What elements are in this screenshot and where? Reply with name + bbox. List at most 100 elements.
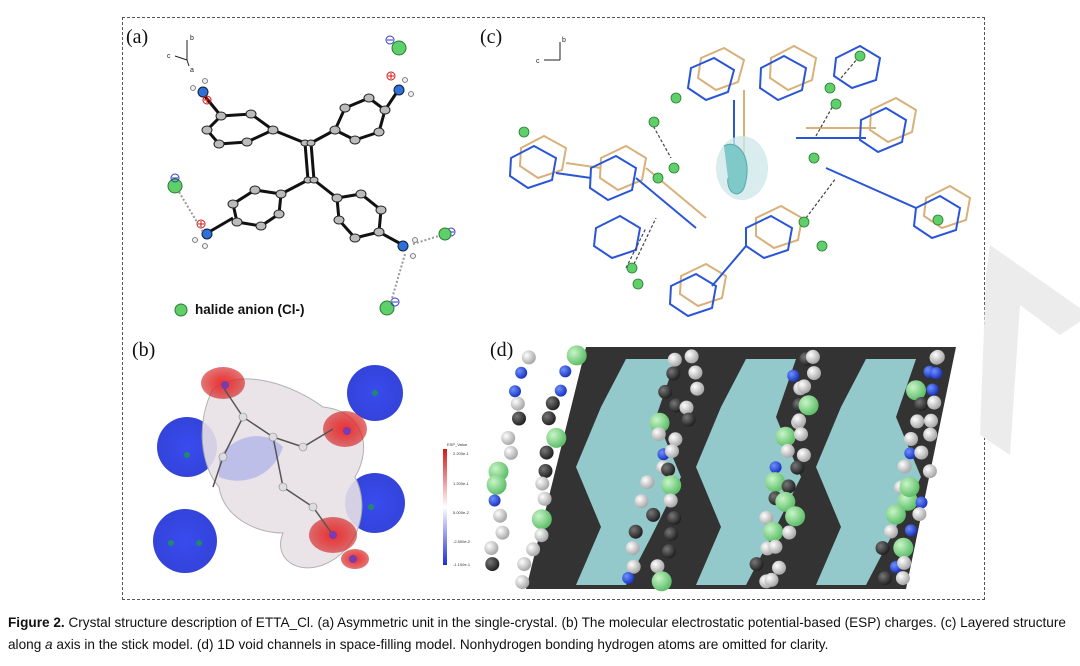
space-filling-atom bbox=[684, 349, 699, 364]
space-filling-atom bbox=[559, 365, 572, 378]
legend-chloride-icon bbox=[174, 303, 188, 317]
void-channel-c bbox=[716, 136, 768, 200]
colorbar-tick-0: 2.200e-1 bbox=[453, 451, 469, 456]
space-filling-atom bbox=[787, 369, 800, 382]
space-filling-atom bbox=[775, 426, 796, 447]
space-filling-atom bbox=[904, 524, 917, 537]
space-filling-atom bbox=[650, 559, 665, 574]
space-filling-atom bbox=[512, 411, 526, 426]
esp-atoms bbox=[218, 412, 318, 512]
space-filling-atom bbox=[515, 575, 530, 590]
caption-text: Crystal structure description of ETTA_Cl… bbox=[8, 615, 1066, 652]
space-filling-atom bbox=[510, 396, 525, 411]
space-filling-atom bbox=[545, 396, 560, 411]
space-filling-atom bbox=[651, 571, 672, 592]
hydrogen-atoms bbox=[190, 77, 418, 259]
space-filling-atom bbox=[554, 384, 567, 397]
esp-nitrogens bbox=[221, 381, 357, 563]
space-filling-atom bbox=[537, 491, 552, 506]
space-filling-atom bbox=[769, 461, 782, 474]
space-filling-atom bbox=[488, 494, 501, 507]
space-filling-atom bbox=[509, 385, 521, 398]
space-filling-atom bbox=[895, 571, 910, 586]
space-filling-atom bbox=[679, 400, 694, 415]
space-filling-atom bbox=[625, 541, 640, 556]
panel-d-space-filling bbox=[484, 345, 956, 592]
space-filling-atom bbox=[521, 350, 536, 365]
space-filling-atom bbox=[526, 542, 541, 557]
space-filling-atom bbox=[663, 493, 678, 508]
carbon-atoms bbox=[201, 93, 391, 243]
space-filling-atom bbox=[485, 557, 500, 572]
space-filling-atom bbox=[875, 541, 890, 556]
space-filling-atom bbox=[626, 559, 641, 574]
space-filling-atom bbox=[904, 447, 917, 460]
space-filling-atom bbox=[651, 427, 666, 442]
atom-columns bbox=[484, 345, 945, 592]
space-filling-atom bbox=[667, 511, 682, 525]
space-filling-atom bbox=[531, 509, 552, 530]
space-filling-atom bbox=[667, 352, 682, 367]
axis-triad-a bbox=[174, 40, 190, 67]
panel-b-esp-surface bbox=[153, 365, 447, 573]
axis-b-label: b bbox=[190, 35, 194, 42]
space-filling-atom bbox=[923, 427, 938, 442]
space-filling-atom bbox=[658, 384, 673, 399]
space-filling-atom bbox=[515, 366, 528, 379]
nitrogen-atoms bbox=[197, 84, 409, 252]
colorbar-tick-4: -1.100e-1 bbox=[453, 562, 471, 567]
panel-b: (b) bbox=[123, 337, 473, 599]
stick-layer-blue bbox=[508, 44, 962, 318]
esp-colorbar bbox=[443, 449, 447, 565]
space-filling-atom bbox=[904, 432, 918, 446]
space-filling-atom bbox=[646, 507, 661, 522]
space-filling-atom bbox=[539, 445, 554, 460]
space-filling-atom bbox=[897, 555, 912, 570]
space-filling-atom bbox=[914, 397, 929, 411]
caption-text-2: axis in the stick model. (d) 1D void cha… bbox=[52, 637, 829, 652]
space-filling-atom bbox=[666, 366, 681, 381]
panel-b-label: (b) bbox=[132, 339, 156, 361]
panel-a-label: (a) bbox=[126, 26, 149, 48]
space-filling-atom bbox=[906, 380, 926, 401]
space-filling-atom bbox=[884, 524, 898, 539]
space-filling-atom bbox=[780, 443, 795, 458]
space-filling-atom bbox=[775, 491, 796, 512]
space-filling-atom bbox=[927, 395, 942, 410]
axis-c-c-label: c bbox=[536, 58, 540, 65]
space-filling-atom bbox=[501, 431, 516, 445]
space-filling-atom bbox=[910, 414, 925, 429]
colorbar-tick-1: 1.200e-1 bbox=[453, 481, 469, 486]
space-filling-atom bbox=[926, 383, 939, 396]
space-filling-atom bbox=[493, 508, 508, 523]
space-filling-atom bbox=[486, 474, 507, 495]
space-filling-atom bbox=[688, 365, 703, 380]
space-filling-atom bbox=[634, 494, 649, 509]
axis-triad-c bbox=[544, 42, 561, 61]
space-filling-atom bbox=[640, 475, 655, 490]
space-filling-atom bbox=[661, 462, 676, 477]
colorbar-title: ESP_Value bbox=[447, 442, 468, 447]
space-filling-atom bbox=[749, 557, 764, 572]
figure-frame bbox=[122, 17, 985, 600]
space-filling-atom bbox=[538, 464, 553, 478]
figure-caption: Figure 2. Crystal structure description … bbox=[8, 612, 1074, 656]
space-filling-atom bbox=[792, 413, 807, 428]
space-filling-atom bbox=[628, 524, 643, 539]
esp-negative-region bbox=[219, 436, 283, 481]
space-filling-atom bbox=[912, 507, 927, 522]
space-filling-atom bbox=[669, 398, 684, 413]
space-filling-atom bbox=[665, 444, 679, 459]
space-filling-atom bbox=[805, 349, 820, 364]
space-filling-atom bbox=[566, 345, 587, 366]
chloride-anions bbox=[167, 40, 407, 316]
panel-d-label: (d) bbox=[490, 339, 514, 361]
esp-chloride-centers bbox=[168, 390, 378, 546]
space-filling-atom bbox=[681, 412, 696, 427]
colorbar-tick-3: -2.500e-2 bbox=[453, 539, 471, 544]
axis-c-label: c bbox=[167, 53, 171, 60]
space-filling-atom bbox=[495, 525, 510, 540]
panel-c: (c) b c bbox=[476, 18, 984, 336]
space-filling-atom bbox=[690, 381, 705, 396]
space-filling-atom bbox=[484, 541, 499, 555]
